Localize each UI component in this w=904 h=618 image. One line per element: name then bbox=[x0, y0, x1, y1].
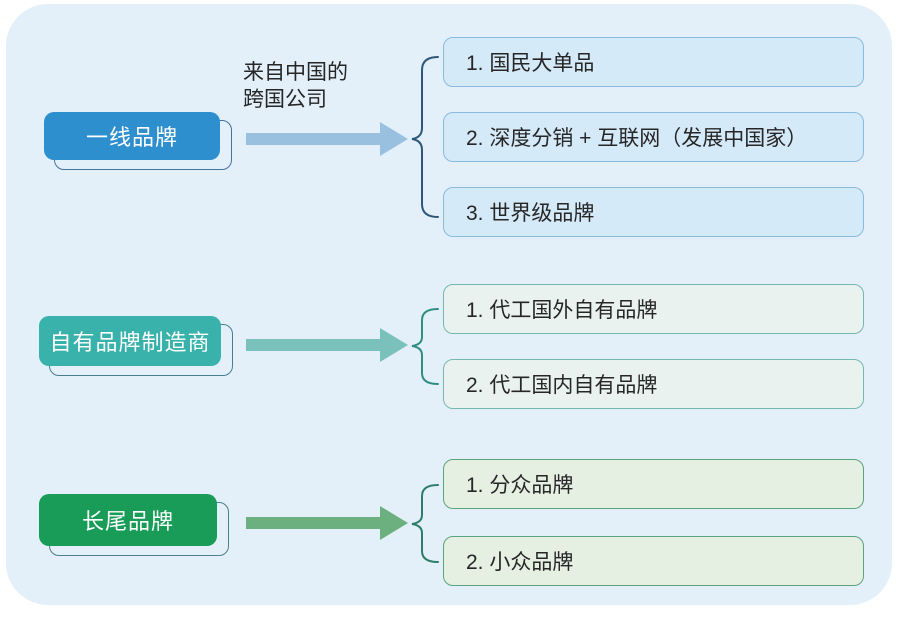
list-item: 1. 分众品牌 bbox=[443, 459, 864, 509]
oem-arrow-icon bbox=[246, 328, 408, 362]
longtail-brace-icon bbox=[411, 484, 439, 563]
list-item-label: 1. 代工国外自有品牌 bbox=[466, 299, 658, 322]
list-item: 2. 代工国内自有品牌 bbox=[443, 359, 864, 409]
list-item-label: 3. 世界级品牌 bbox=[466, 202, 595, 225]
list-item: 2. 小众品牌 bbox=[443, 536, 864, 586]
oem-brace-icon bbox=[411, 308, 439, 385]
node-long-tail-brand: 长尾品牌 bbox=[39, 494, 217, 546]
diagram-canvas: 一线品牌 来自中国的 跨国公司 1. 国民大单品 2. 深度分销 + 互联网（发… bbox=[6, 4, 892, 605]
node-oem-label: 自有品牌制造商 bbox=[49, 330, 211, 355]
list-item: 1. 国民大单品 bbox=[443, 37, 864, 87]
list-item-label: 2. 小众品牌 bbox=[466, 551, 574, 574]
list-item-label: 1. 分众品牌 bbox=[466, 474, 574, 497]
list-item: 3. 世界级品牌 bbox=[443, 187, 864, 237]
annotation-line-1: 来自中国的 bbox=[243, 61, 348, 84]
annotation-line-2: 跨国公司 bbox=[243, 88, 327, 111]
list-item-label: 2. 深度分销 + 互联网（发展中国家） bbox=[466, 127, 808, 150]
longtail-arrow-icon bbox=[246, 506, 408, 540]
tier1-arrow-icon bbox=[246, 122, 408, 156]
node-private-label-manufacturer: 自有品牌制造商 bbox=[39, 316, 221, 366]
list-item: 1. 代工国外自有品牌 bbox=[443, 284, 864, 334]
node-tier1-brand: 一线品牌 bbox=[44, 112, 220, 160]
list-item: 2. 深度分销 + 互联网（发展中国家） bbox=[443, 112, 864, 162]
list-item-label: 1. 国民大单品 bbox=[466, 52, 595, 75]
node-tier1-label: 一线品牌 bbox=[85, 125, 178, 150]
list-item-label: 2. 代工国内自有品牌 bbox=[466, 374, 658, 397]
tier1-brace-icon bbox=[411, 56, 439, 218]
node-longtail-label: 长尾品牌 bbox=[81, 509, 174, 534]
tier1-annotation: 来自中国的 跨国公司 bbox=[243, 59, 348, 113]
